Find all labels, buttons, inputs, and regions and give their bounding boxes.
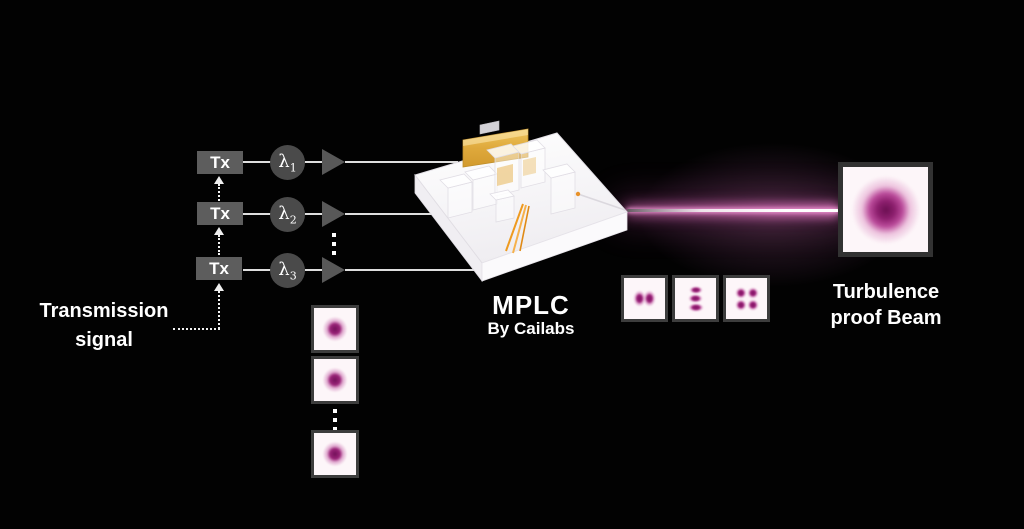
- turbulence-proof-beam-label: Turbulence proof Beam: [830, 281, 942, 329]
- amplifier-icon-2: [322, 201, 345, 227]
- dotted-connector: [218, 291, 220, 329]
- device-label: MPLC By Cailabs: [445, 291, 617, 338]
- dotted-arrow-up-icon: [214, 227, 224, 235]
- mode-pattern: [314, 359, 356, 401]
- wire: [345, 161, 458, 163]
- transmission-signal-label: Transmission signal: [39, 300, 169, 351]
- wavelength-node-2: λ2: [270, 197, 305, 232]
- wavelength-node-1: λ1: [270, 145, 305, 180]
- tx-box-1: Tx: [197, 151, 243, 174]
- received-beam-square: [838, 162, 933, 257]
- device-name: MPLC: [492, 290, 570, 320]
- amplifier-icon-1: [322, 149, 345, 175]
- output-mode-square-2: [672, 275, 719, 322]
- mplc-device-illustration: [414, 120, 628, 283]
- mode-pattern: [675, 278, 716, 319]
- wire: [305, 213, 324, 215]
- wire: [305, 269, 324, 271]
- ellipsis-icon: [332, 233, 336, 260]
- tx-box-2: Tx: [197, 202, 243, 225]
- device-byline: By Cailabs: [487, 319, 575, 338]
- tx-box-3: Tx: [196, 257, 242, 280]
- gaussian-beam-pattern: [843, 167, 928, 252]
- dotted-connector: [173, 328, 220, 330]
- wire: [345, 269, 477, 271]
- input-mode-square-2: [311, 356, 359, 404]
- input-mode-square-3: [311, 430, 359, 478]
- mode-pattern: [314, 308, 356, 350]
- mode-pattern: [314, 433, 356, 475]
- wire: [243, 161, 271, 163]
- dotted-connector: [218, 235, 220, 255]
- wire: [305, 161, 324, 163]
- input-mode-square-1: [311, 305, 359, 353]
- wire: [345, 213, 444, 215]
- wire: [243, 213, 271, 215]
- wavelength-node-3: λ3: [270, 253, 305, 288]
- output-mode-square-3: [723, 275, 770, 322]
- ellipsis-icon: [333, 409, 337, 436]
- mode-pattern: [624, 278, 665, 319]
- wire: [243, 269, 271, 271]
- output-mode-square-1: [621, 275, 668, 322]
- laser-beam: [627, 209, 839, 212]
- dotted-arrow-up-icon: [214, 283, 224, 291]
- dotted-arrow-up-icon: [214, 176, 224, 184]
- amplifier-icon-3: [322, 257, 345, 283]
- dotted-connector: [218, 184, 220, 201]
- mode-pattern: [726, 278, 767, 319]
